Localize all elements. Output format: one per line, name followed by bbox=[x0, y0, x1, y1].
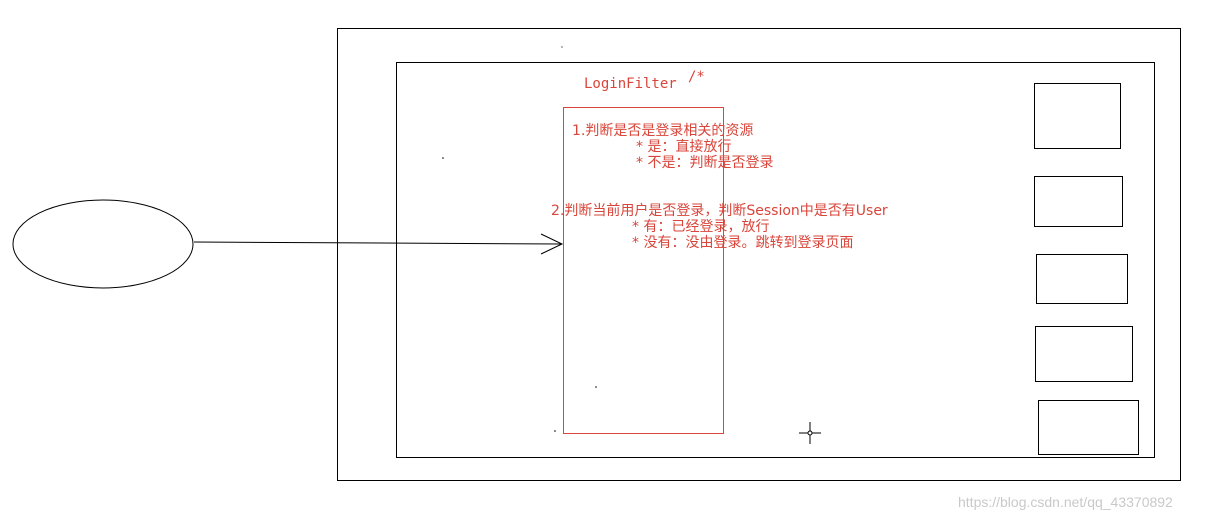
client-ellipse bbox=[12, 199, 194, 289]
request-arrow bbox=[193, 233, 564, 255]
step2-no: * 没有：没由登录。跳转到登录页面 bbox=[632, 235, 854, 251]
crosshair-cursor-icon bbox=[799, 422, 821, 444]
resource-box-1 bbox=[1034, 83, 1121, 149]
stray-dot-1 bbox=[442, 157, 444, 159]
stray-dot-3 bbox=[554, 430, 556, 432]
stray-dot-2 bbox=[595, 386, 597, 388]
step1-title: 1.判断是否是登录相关的资源 bbox=[572, 123, 754, 139]
step1-no: * 不是：判断是否登录 bbox=[636, 155, 774, 171]
step2-yes: * 有：已经登录，放行 bbox=[632, 219, 770, 235]
step2-title: 2.判断当前用户是否登录，判断Session中是否有User bbox=[551, 203, 888, 219]
filter-label: LoginFilter bbox=[584, 76, 677, 92]
resource-box-5 bbox=[1038, 400, 1139, 455]
resource-box-2 bbox=[1034, 176, 1123, 227]
web-app-inner-box bbox=[396, 62, 1155, 458]
resource-box-4 bbox=[1035, 326, 1133, 382]
path-pattern: /* bbox=[688, 69, 705, 85]
resource-box-3 bbox=[1036, 254, 1128, 304]
stray-dot-4 bbox=[561, 46, 563, 48]
login-filter-box bbox=[563, 107, 724, 434]
csdn-watermark: https://blog.csdn.net/qq_43370892 bbox=[958, 494, 1173, 510]
server-outer-box bbox=[337, 28, 1181, 481]
step1-yes: * 是：直接放行 bbox=[636, 139, 732, 155]
